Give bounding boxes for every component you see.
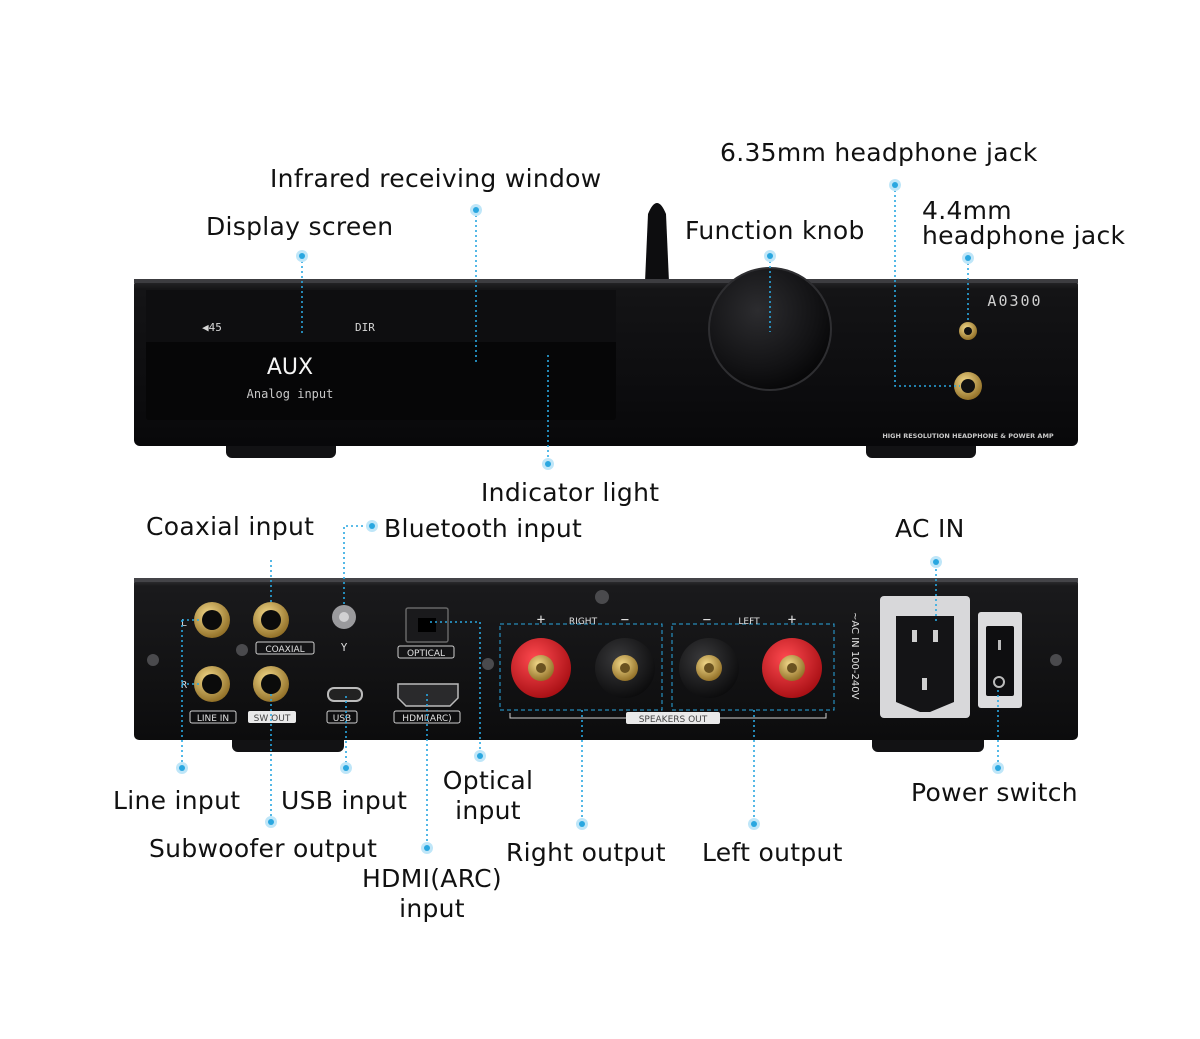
screw [1050,654,1062,666]
speakers-out-label: SPEAKERS OUT [639,715,708,725]
source-name: AUX [267,355,313,380]
right-label: RIGHT [569,617,598,627]
label-hdmi-line1: HDMI(ARC) [362,864,502,893]
usb-port [327,687,363,702]
brand-logo: A0300 [987,292,1042,310]
dot-optical-input [474,750,486,762]
svg-text:+: + [537,612,545,628]
dot-function-knob [764,250,776,262]
terminal-right-plus [511,638,571,698]
label-optical-line1: Optical [442,766,534,795]
terminal-right-minus [595,638,655,698]
label-jack-635: 6.35mm headphone jack [720,138,1038,167]
dot-bluetooth-input [366,520,378,532]
dot-power-switch [992,762,1004,774]
dot-display-screen [296,250,308,262]
screw [482,658,494,670]
front-unit: ◀45 DIR AUX Analog input A0300 HIGH RESO… [134,203,1078,458]
label-coaxial-input: Coaxial input [146,512,315,541]
label-ac-in: AC IN [895,514,965,543]
label-jack-44-line2: headphone jack [922,221,1126,250]
dot-hdmi-input [421,842,433,854]
svg-text:L: L [181,618,187,629]
screw [147,654,159,666]
terminal-left-minus [679,638,739,698]
source-subtitle: Analog input [247,387,334,401]
dir-indicator: DIR [355,321,375,334]
antenna [645,203,669,282]
label-subwoofer-output: Subwoofer output [149,834,378,863]
coaxial-label: COAXIAL [265,645,304,655]
label-infrared-window: Infrared receiving window [270,164,602,193]
dot-infrared-window [470,204,482,216]
label-left-output: Left output [702,838,843,867]
dot-right-output [576,818,588,830]
leader-bluetooth-input [343,525,370,604]
svg-text:−: − [621,612,629,628]
screw [236,644,248,656]
dot-indicator-light [542,458,554,470]
label-hdmi-input: HDMI(ARC) input [352,864,512,924]
leader-dots [176,179,1004,854]
leader-optical-input [430,621,481,754]
dot-line-input [176,762,188,774]
leader-line-input [181,619,200,766]
label-indicator-light: Indicator light [481,478,660,507]
svg-text:R: R [181,680,188,691]
svg-text:−: − [703,612,711,628]
dot-left-output [748,818,760,830]
dot-subwoofer-output [265,816,277,828]
label-usb-input: USB input [281,786,408,815]
screw [595,590,609,604]
line-in-label: LINE IN [197,714,229,724]
leader-lines [181,185,999,846]
dot-jack-635 [889,179,901,191]
left-output-box [671,623,835,711]
svg-text:+: + [788,612,796,628]
dot-ac-in [930,556,942,568]
label-optical-line2: input [455,796,521,825]
leader-jack-635 [894,185,960,387]
function-knob [709,268,831,390]
label-jack-44-line1: 4.4mm [922,196,1012,225]
label-optical-input: Optical input [436,766,540,826]
rear-unit: L R COAXIAL LINE IN SW OUT Y USB OPTICAL… [134,578,1078,752]
front-tagline: HIGH RESOLUTION HEADPHONE & POWER AMP [882,432,1054,440]
sw-out-label: SW OUT [254,714,291,724]
dot-jack-44 [962,252,974,264]
usb-label: USB [333,714,351,724]
volume-readout: ◀45 [202,321,222,334]
label-power-switch: Power switch [911,778,1078,807]
label-function-knob: Function knob [685,216,865,245]
label-jack-44: 4.4mm headphone jack [922,198,1125,248]
label-right-output: Right output [506,838,666,867]
terminal-left-plus [762,638,822,698]
label-line-input: Line input [113,786,241,815]
dot-usb-input [340,762,352,774]
hdmi-port [397,683,459,707]
right-output-box [499,623,663,711]
svg-text:Y: Y [341,641,348,654]
optical-label: OPTICAL [407,649,445,659]
left-label: LEFT [738,617,760,627]
label-bluetooth-input: Bluetooth input [384,514,583,543]
label-display-screen: Display screen [206,212,394,241]
ac-rating: ~AC IN 100-240V [849,612,860,700]
label-hdmi-line2: input [399,894,465,923]
